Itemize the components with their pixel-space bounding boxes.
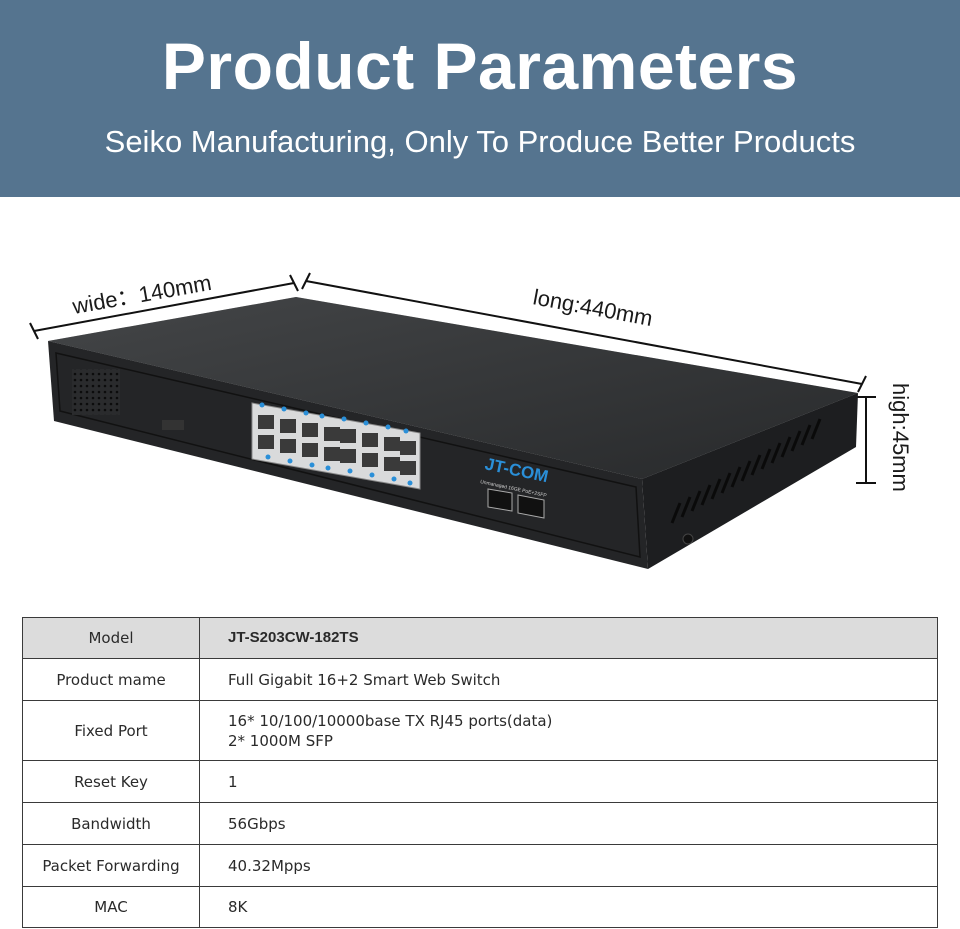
spec-value-line: 16* 10/100/10000base TX RJ45 ports(data) <box>228 711 553 730</box>
spec-value-line: JT-S203CW-182TS <box>228 629 359 646</box>
table-row: Product mame Full Gigabit 16+2 Smart Web… <box>22 658 938 701</box>
spec-label: Product mame <box>22 658 200 701</box>
switch-illustration: wide：140mm long:440mm high:45mm <box>29 270 913 569</box>
sfp-ports <box>487 488 545 519</box>
spec-label: Reset Key <box>22 760 200 803</box>
spec-value-line: Full Gigabit 16+2 Smart Web Switch <box>228 670 501 689</box>
vent-holes-left <box>72 369 120 415</box>
table-row: Packet Forwarding 40.32Mpps <box>22 844 938 887</box>
spec-label: Fixed Port <box>22 700 200 761</box>
spec-label: Model <box>22 617 200 659</box>
height-dimension: high:45mm <box>856 383 913 492</box>
spec-value: 40.32Mpps <box>199 844 938 887</box>
spec-label: MAC <box>22 886 200 928</box>
table-row: MAC 8K <box>22 886 938 928</box>
table-row: Model JT-S203CW-182TS <box>22 617 938 659</box>
rj45-port-block <box>251 402 421 490</box>
spec-value-line: 40.32Mpps <box>228 856 311 875</box>
table-row: Fixed Port 16* 10/100/10000base TX RJ45 … <box>22 700 938 761</box>
header-banner: Product Parameters Seiko Manufacturing, … <box>0 0 960 197</box>
spec-value: 8K <box>199 886 938 928</box>
spec-value: 1 <box>199 760 938 803</box>
spec-label: Packet Forwarding <box>22 844 200 887</box>
spec-value-line: 2* 1000M SFP <box>228 731 333 750</box>
page-title: Product Parameters <box>161 29 799 103</box>
page-subtitle: Seiko Manufacturing, Only To Produce Bet… <box>104 124 856 159</box>
table-row: Reset Key 1 <box>22 760 938 803</box>
switch-body: JT-COM Unmanaged 16GE PoE+2SFP <box>48 297 858 569</box>
spec-value: Full Gigabit 16+2 Smart Web Switch <box>199 658 938 701</box>
spec-value: 16* 10/100/10000base TX RJ45 ports(data)… <box>199 700 938 761</box>
spec-value-line: 56Gbps <box>228 814 286 833</box>
table-row: Bandwidth 56Gbps <box>22 802 938 845</box>
port-leds <box>259 402 413 486</box>
spec-value: JT-S203CW-182TS <box>199 617 938 659</box>
product-image-area: wide：140mm long:440mm high:45mm <box>0 197 960 597</box>
spec-value: 56Gbps <box>199 802 938 845</box>
spec-table: Model JT-S203CW-182TS Product mame Full … <box>22 617 938 928</box>
length-label: long:440mm <box>531 284 655 331</box>
vent-holes-right <box>670 418 822 524</box>
spec-label: Bandwidth <box>22 802 200 845</box>
height-label: high:45mm <box>888 383 913 492</box>
spec-value-line: 8K <box>228 898 248 916</box>
spec-value-line: 1 <box>228 772 238 791</box>
